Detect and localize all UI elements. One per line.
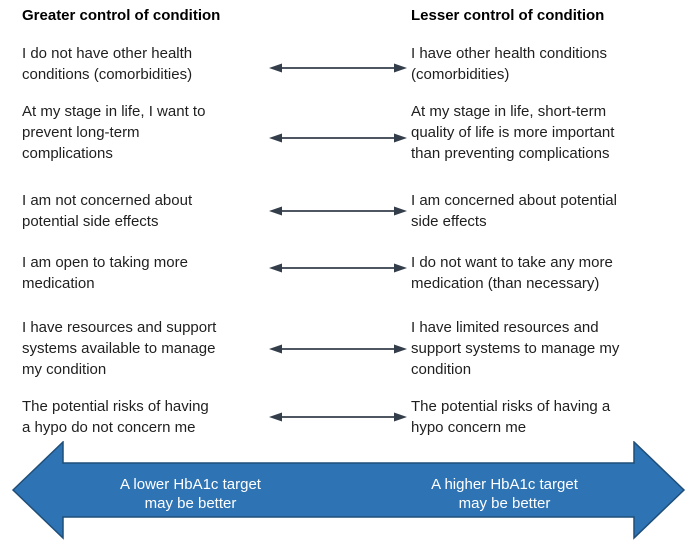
- right-statement: At my stage in life, short-term quality …: [411, 103, 615, 162]
- left-statement: I have resources and support systems ava…: [22, 319, 217, 378]
- right-statement: I do not want to take any more medicatio…: [411, 254, 613, 292]
- double-arrow-icon: [268, 411, 408, 423]
- right-statement: I have other health conditions (comorbid…: [411, 45, 607, 83]
- column-header-lesser-control: Lesser control of condition: [411, 7, 605, 24]
- higher-target-label: A higher HbA1c target may be better: [431, 476, 578, 512]
- double-arrow-icon: [268, 205, 408, 217]
- lower-target-label: A lower HbA1c target may be better: [120, 476, 261, 512]
- double-headed-scale-arrow-icon: [11, 441, 686, 540]
- double-arrow-icon: [268, 132, 408, 144]
- right-statement: I am concerned about potential side effe…: [411, 192, 617, 230]
- column-header-greater-control: Greater control of condition: [22, 7, 221, 24]
- pair-row: I do not have other health conditions (c…: [22, 43, 682, 85]
- double-arrow-icon: [268, 62, 408, 74]
- column-headers: Greater control of condition Lesser cont…: [22, 7, 682, 24]
- pair-row: I have resources and support systems ava…: [22, 317, 682, 380]
- double-arrow-icon: [268, 262, 408, 274]
- double-arrow-icon: [268, 343, 408, 355]
- left-statement: The potential risks of having a hypo do …: [22, 398, 209, 436]
- left-statement: I am open to taking more medication: [22, 254, 188, 292]
- pair-row: At my stage in life, I want to prevent l…: [22, 101, 682, 164]
- pair-row: I am open to taking more medication I do…: [22, 252, 682, 294]
- right-statement: The potential risks of having a hypo con…: [411, 398, 611, 436]
- left-statement: I am not concerned about potential side …: [22, 192, 193, 230]
- left-statement: I do not have other health conditions (c…: [22, 45, 193, 83]
- left-statement: At my stage in life, I want to prevent l…: [22, 103, 206, 162]
- right-statement: I have limited resources and support sys…: [411, 319, 620, 378]
- pair-row: The potential risks of having a hypo do …: [22, 396, 682, 438]
- hba1c-scale-arrow: A lower HbA1c target may be better A hig…: [0, 441, 697, 541]
- pair-row: I am not concerned about potential side …: [22, 190, 682, 232]
